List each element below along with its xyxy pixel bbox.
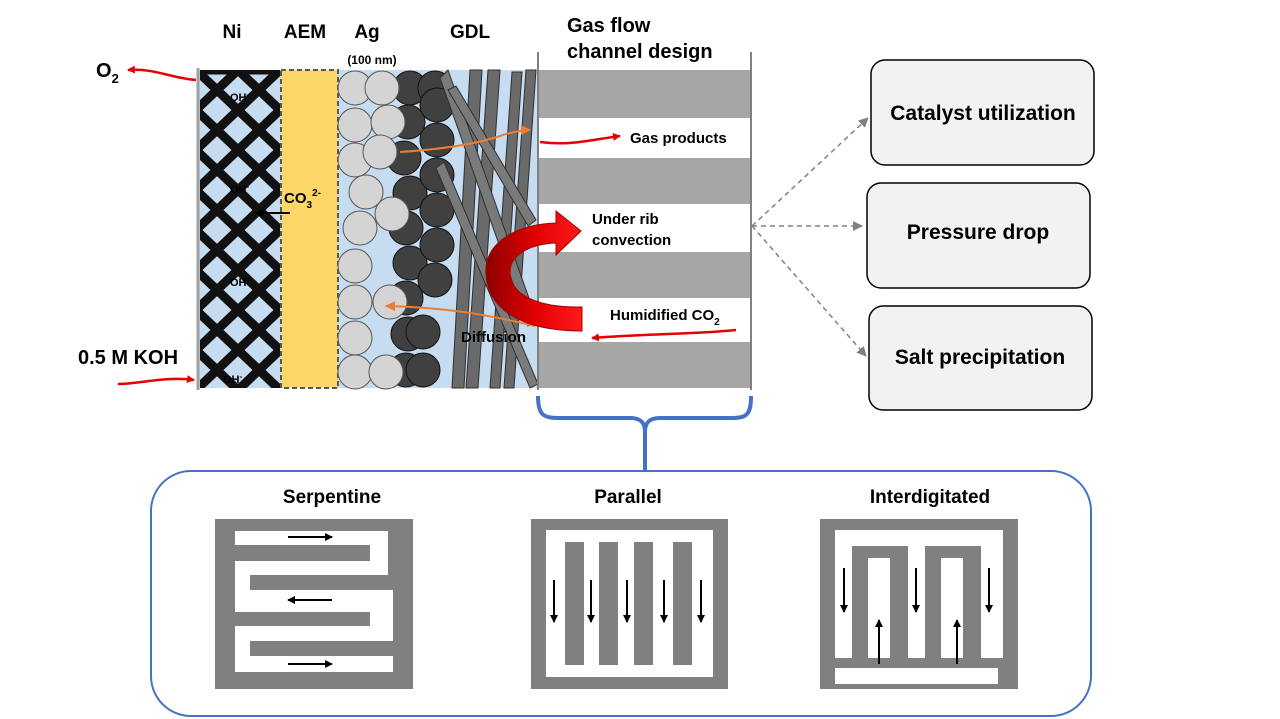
- design-title-interdigitated: Interdigitated: [870, 487, 990, 508]
- ag-catalyst-particles: [337, 70, 410, 390]
- oh-ion-label: OH-: [230, 275, 250, 289]
- ni-layer-label: Ni: [223, 22, 242, 43]
- koh-label: 0.5 M KOH: [78, 347, 178, 369]
- gas-flow-title-line2: channel design: [567, 41, 713, 63]
- effect-box-pressure-drop: Pressure drop: [866, 182, 1091, 289]
- serpentine-design: [215, 519, 413, 689]
- svg-text:OH-: OH-: [230, 90, 250, 104]
- o2-label: O2: [96, 60, 119, 86]
- gdl-layer-label: GDL: [450, 22, 491, 43]
- gas-flow-title-line1: Gas flow: [567, 15, 651, 37]
- svg-text:OH-: OH-: [230, 275, 250, 289]
- oh-ion-label: OH-: [230, 90, 250, 104]
- effect-box-catalyst-utilization: Catalyst utilization: [870, 59, 1095, 166]
- effect-box-salt-precipitation: Salt precipitation: [868, 305, 1093, 411]
- under-rib-convection-arrow: [485, 209, 583, 332]
- svg-text:Pressure drop: Pressure drop: [907, 221, 1049, 244]
- product-diffusion-arrow: [399, 125, 531, 153]
- svg-text:Catalyst utilization: Catalyst utilization: [890, 102, 1076, 125]
- aem-membrane: [280, 69, 339, 389]
- channel-bracket: [536, 395, 753, 470]
- ni-mesh: [200, 70, 280, 388]
- gas-products-arrow: [539, 132, 621, 145]
- under-rib-label-line1: Under rib: [592, 211, 659, 228]
- diffusion-label: Diffusion: [461, 329, 526, 346]
- oh-ion-labels: OH- OH- OH- OH-: [223, 90, 250, 386]
- co2-diffusion-arrow: [385, 301, 536, 327]
- svg-text:OH-: OH-: [230, 182, 250, 196]
- svg-text:OH-: OH-: [223, 372, 243, 386]
- under-rib-label-line2: convection: [592, 232, 671, 249]
- oh-ion-label: OH-: [230, 182, 250, 196]
- humidified-co2-arrow: [591, 328, 737, 342]
- o2-outlet-arrow: [127, 65, 197, 82]
- flow-channel: [537, 52, 752, 390]
- svg-text:Salt precipitation: Salt precipitation: [895, 346, 1065, 369]
- parallel-design: [531, 519, 728, 689]
- effect-connectors: [751, 117, 869, 357]
- gas-products-label: Gas products: [630, 130, 727, 147]
- aem-layer-label: AEM: [284, 22, 326, 43]
- ag-layer-label: Ag: [354, 22, 379, 43]
- carbonate-label: CO32-: [284, 188, 321, 211]
- interdigitated-design: [820, 519, 1018, 689]
- oh-ion-label: OH-: [223, 372, 243, 386]
- humidified-co2-label: Humidified CO2: [610, 307, 720, 328]
- koh-inlet-arrow: [117, 375, 195, 386]
- design-title-serpentine: Serpentine: [283, 487, 381, 508]
- design-title-parallel: Parallel: [594, 487, 662, 508]
- ag-size-label: (100 nm): [347, 53, 396, 67]
